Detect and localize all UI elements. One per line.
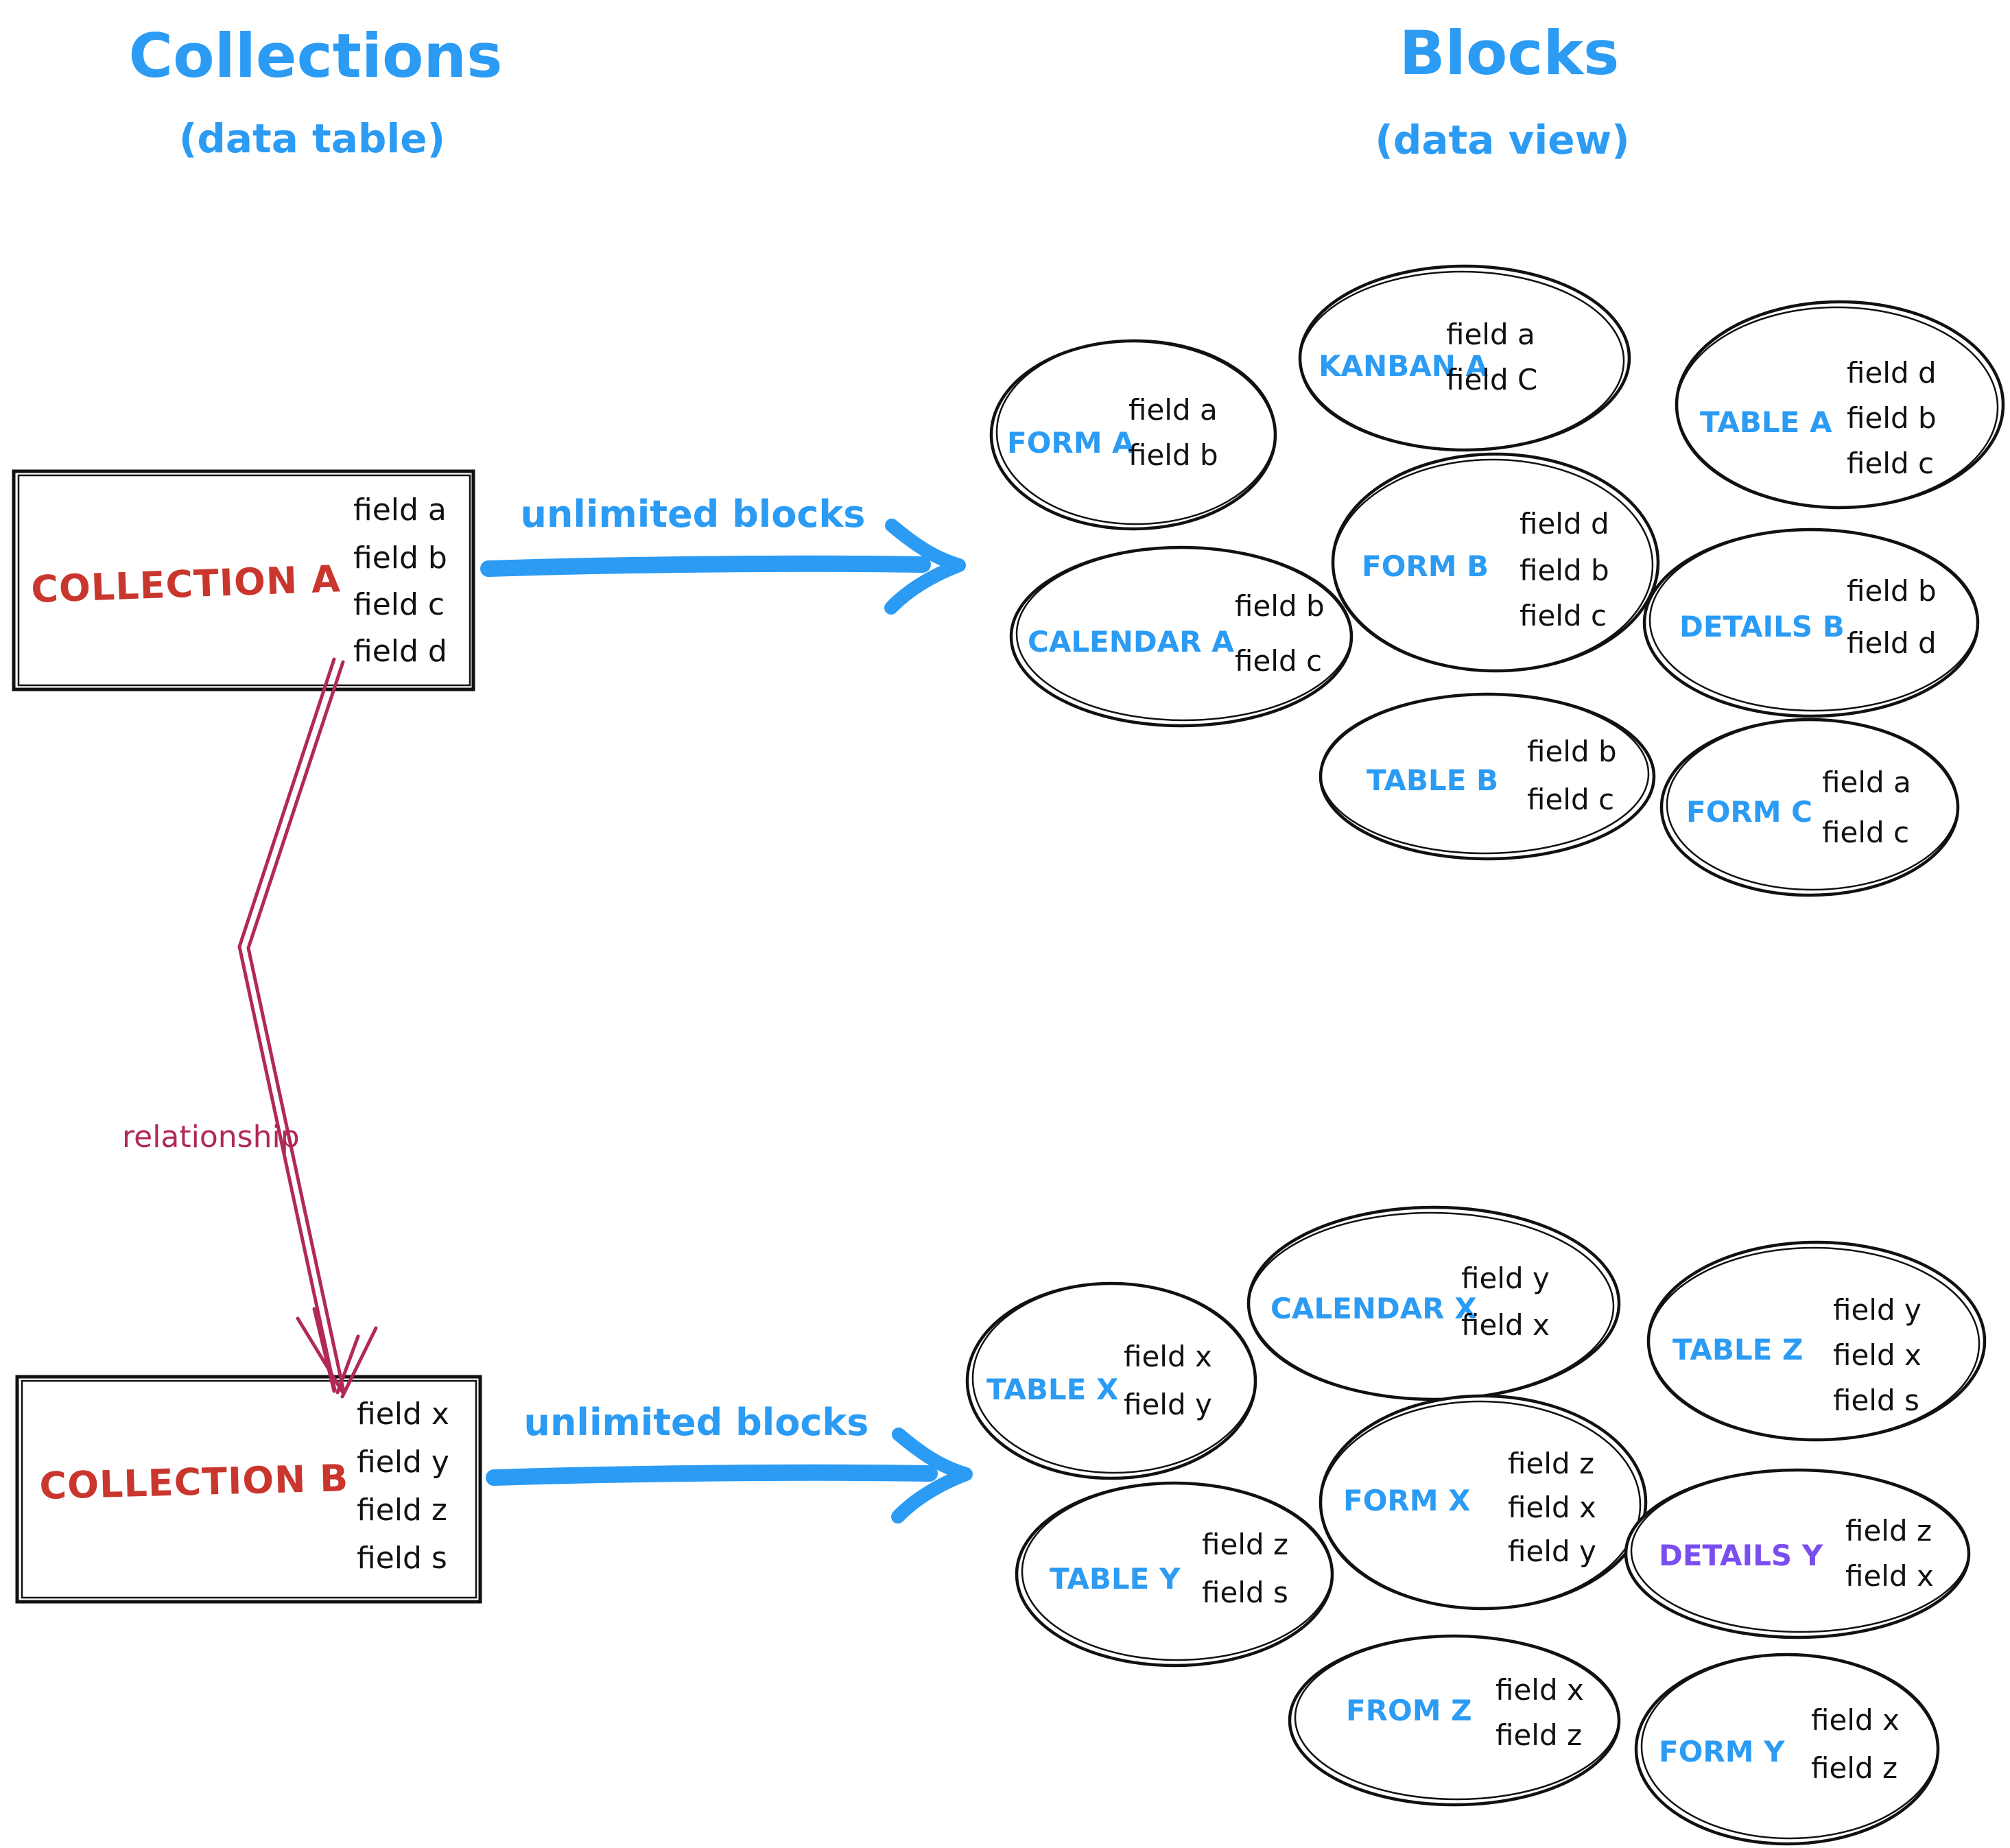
block-field: field b <box>1128 438 1218 472</box>
block-field: field c <box>1822 816 1909 849</box>
block-field: field c <box>1235 644 1322 678</box>
block-details-b: DETAILS B field b field d <box>1642 528 1980 718</box>
block-field: field s <box>1202 1576 1288 1609</box>
block-label: TABLE X <box>986 1373 1118 1406</box>
block-table-y: TABLE Y field z field s <box>1015 1481 1334 1668</box>
block-field: field y <box>1833 1293 1922 1327</box>
block-field: field x <box>1845 1559 1934 1593</box>
collection-b-field: field x <box>357 1397 449 1432</box>
block-label: TABLE Y <box>1050 1562 1181 1596</box>
collection-a-box: COLLECTION A field a field b field c fie… <box>12 469 475 691</box>
block-field: field b <box>1520 554 1609 587</box>
block-field: field c <box>1520 599 1607 632</box>
collection-b-field: field y <box>357 1445 449 1480</box>
collection-b-label: COLLECTION B <box>39 1456 349 1508</box>
block-field: field x <box>1461 1308 1550 1342</box>
block-details-y: DETAILS Y field z field x <box>1624 1468 1971 1639</box>
block-form-a: FORM A field a field b <box>989 339 1277 531</box>
block-table-b: TABLE B field b field c <box>1319 692 1656 861</box>
block-field: field x <box>1495 1673 1584 1707</box>
block-label: TABLE B <box>1367 763 1498 797</box>
block-label: FROM Z <box>1346 1694 1472 1727</box>
collection-b-box: COLLECTION B field x field y field z fie… <box>15 1375 482 1604</box>
block-label: DETAILS B <box>1679 610 1845 643</box>
block-field: field x <box>1124 1340 1212 1373</box>
collection-a-field: field b <box>353 541 447 576</box>
block-field: field b <box>1847 401 1937 435</box>
collection-b-field: field z <box>357 1493 447 1528</box>
collection-b-field: field s <box>357 1541 447 1576</box>
block-field: field c <box>1847 447 1934 480</box>
blocks-title: Blocks <box>1399 18 1620 88</box>
collections-title: Collections <box>129 21 503 91</box>
block-form-c: FORM C field a field c <box>1659 718 1960 897</box>
block-table-z: TABLE Z field y field x field s <box>1646 1240 1987 1442</box>
block-field: field C <box>1446 363 1537 396</box>
relationship-label: relationship <box>122 1120 300 1154</box>
block-field: field a <box>1822 766 1911 799</box>
block-table-x: TABLE X field x field y <box>965 1281 1257 1480</box>
block-form-x: FORM X field z field x field y <box>1319 1394 1648 1611</box>
block-label: CALENDAR A <box>1028 625 1234 659</box>
block-label: DETAILS Y <box>1659 1539 1823 1572</box>
block-field: field x <box>1811 1703 1900 1737</box>
block-field: field b <box>1235 589 1325 623</box>
collection-a-field: field a <box>353 493 447 528</box>
block-field: field b <box>1847 574 1937 608</box>
block-field: field y <box>1461 1261 1550 1295</box>
block-table-a: TABLE A field d field b field c <box>1675 300 2005 510</box>
block-label: FORM B <box>1362 549 1489 583</box>
block-field: field a <box>1446 318 1535 351</box>
relationship-arrow: relationship <box>122 657 378 1399</box>
block-field: field z <box>1811 1751 1897 1785</box>
block-form-b: FORM B field d field b field c <box>1331 452 1660 673</box>
block-field: field a <box>1128 393 1218 427</box>
block-from-z: FROM Z field x field z <box>1288 1634 1621 1807</box>
block-label: FORM Y <box>1659 1735 1785 1768</box>
block-field: field b <box>1527 735 1617 768</box>
block-label: CALENDAR X <box>1270 1292 1477 1325</box>
block-field: field c <box>1527 783 1614 816</box>
unlimited-blocks-label-bottom: unlimited blocks <box>524 1401 869 1444</box>
block-field: field z <box>1495 1718 1582 1752</box>
block-field: field z <box>1508 1447 1594 1480</box>
block-calendar-a: CALENDAR A field b field c <box>1009 545 1353 728</box>
block-label: KANBAN A <box>1319 349 1488 383</box>
block-label: FORM A <box>1007 426 1135 460</box>
collection-a-field: field d <box>353 634 447 669</box>
block-label: TABLE A <box>1700 405 1832 439</box>
block-field: field z <box>1202 1528 1288 1561</box>
block-field: field y <box>1508 1535 1596 1568</box>
block-field: field s <box>1833 1384 1919 1417</box>
block-form-y: FORM Y field x field z <box>1634 1652 1940 1846</box>
unlimited-blocks-arrow-bottom: unlimited blocks <box>486 1401 973 1524</box>
block-field: field x <box>1508 1491 1596 1524</box>
collection-a-label: COLLECTION A <box>30 557 341 611</box>
block-field: field d <box>1847 626 1937 660</box>
block-field: field d <box>1847 356 1937 390</box>
block-label: FORM X <box>1343 1484 1471 1517</box>
block-field: field z <box>1845 1514 1932 1548</box>
block-field: field x <box>1833 1338 1922 1372</box>
collections-subtitle: (data table) <box>179 115 445 162</box>
block-label: TABLE Z <box>1672 1333 1803 1366</box>
block-field: field d <box>1520 507 1609 541</box>
block-kanban-a: KANBAN A field a field C <box>1298 264 1631 452</box>
block-label: FORM C <box>1686 795 1812 829</box>
collection-a-field: field c <box>353 587 445 622</box>
blocks-subtitle: (data view) <box>1375 117 1629 163</box>
block-calendar-x: CALENDAR X field y field x <box>1246 1205 1621 1401</box>
block-field: field y <box>1124 1388 1212 1421</box>
unlimited-blocks-label-top: unlimited blocks <box>521 493 866 536</box>
unlimited-blocks-arrow-top: unlimited blocks <box>480 493 966 615</box>
